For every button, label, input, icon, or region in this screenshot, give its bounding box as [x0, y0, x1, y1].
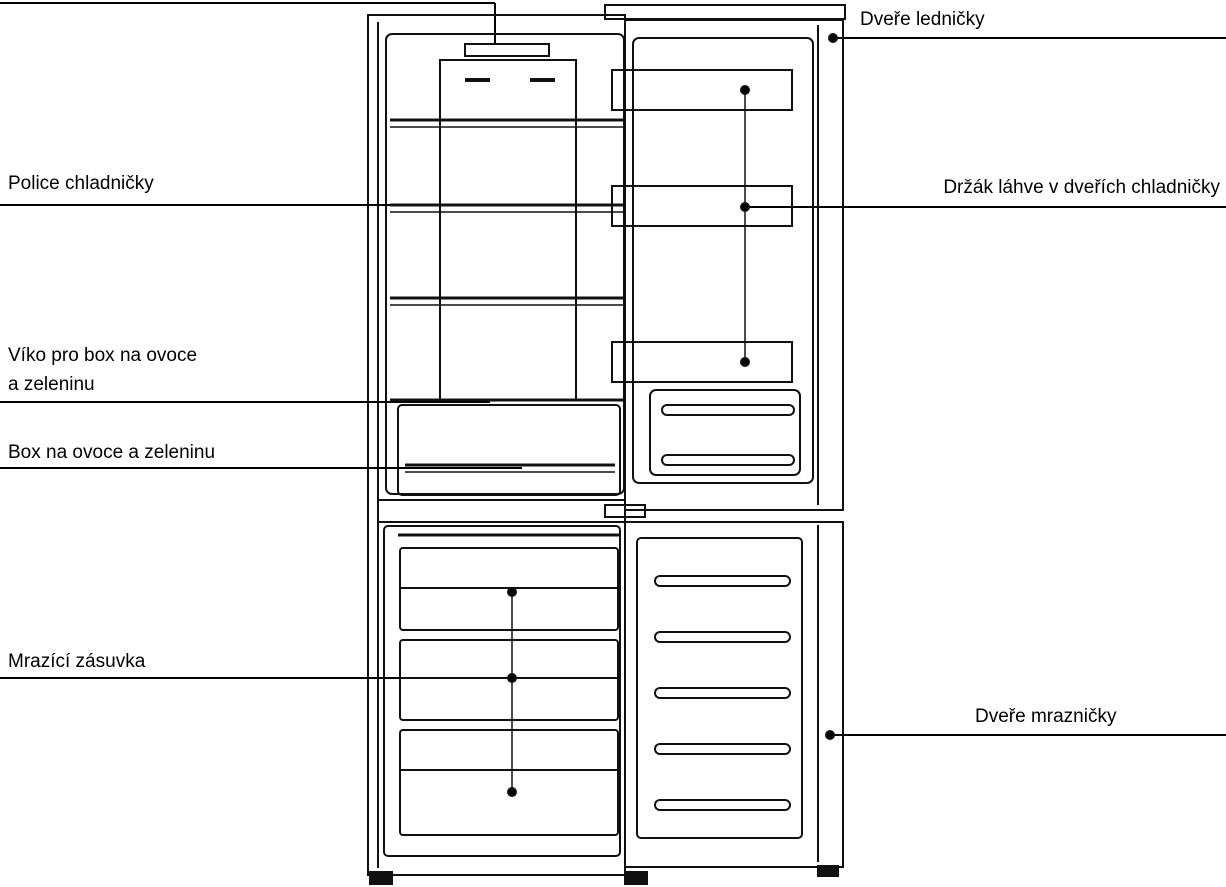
label-crisper-lid-line2: a zeleninu — [8, 374, 95, 395]
fridge-door — [604, 4, 846, 511]
crisper-box — [397, 404, 621, 496]
callout-lines — [0, 2, 1226, 736]
door-bottle-holders — [611, 69, 793, 383]
label-fridge-door: Dveře ledničky — [860, 9, 985, 30]
label-crisper-lid-line1: Víko pro box na ovoce — [8, 345, 198, 366]
label-crisper-box: Box na ovoce a zeleninu — [8, 442, 216, 463]
fridge-cabinet — [367, 14, 648, 885]
label-fridge-shelf: Police chladničky — [8, 173, 154, 194]
freezer-door — [624, 521, 844, 877]
label-freezer-door: Dveře mrazničky — [975, 706, 1117, 727]
label-door-bottle-holder: Držák láhve v dveřích chladničky — [943, 177, 1220, 198]
freezer-drawers — [399, 547, 619, 836]
fridge-shelves — [390, 118, 625, 306]
label-freezer-drawer: Mrazící zásuvka — [8, 651, 146, 672]
